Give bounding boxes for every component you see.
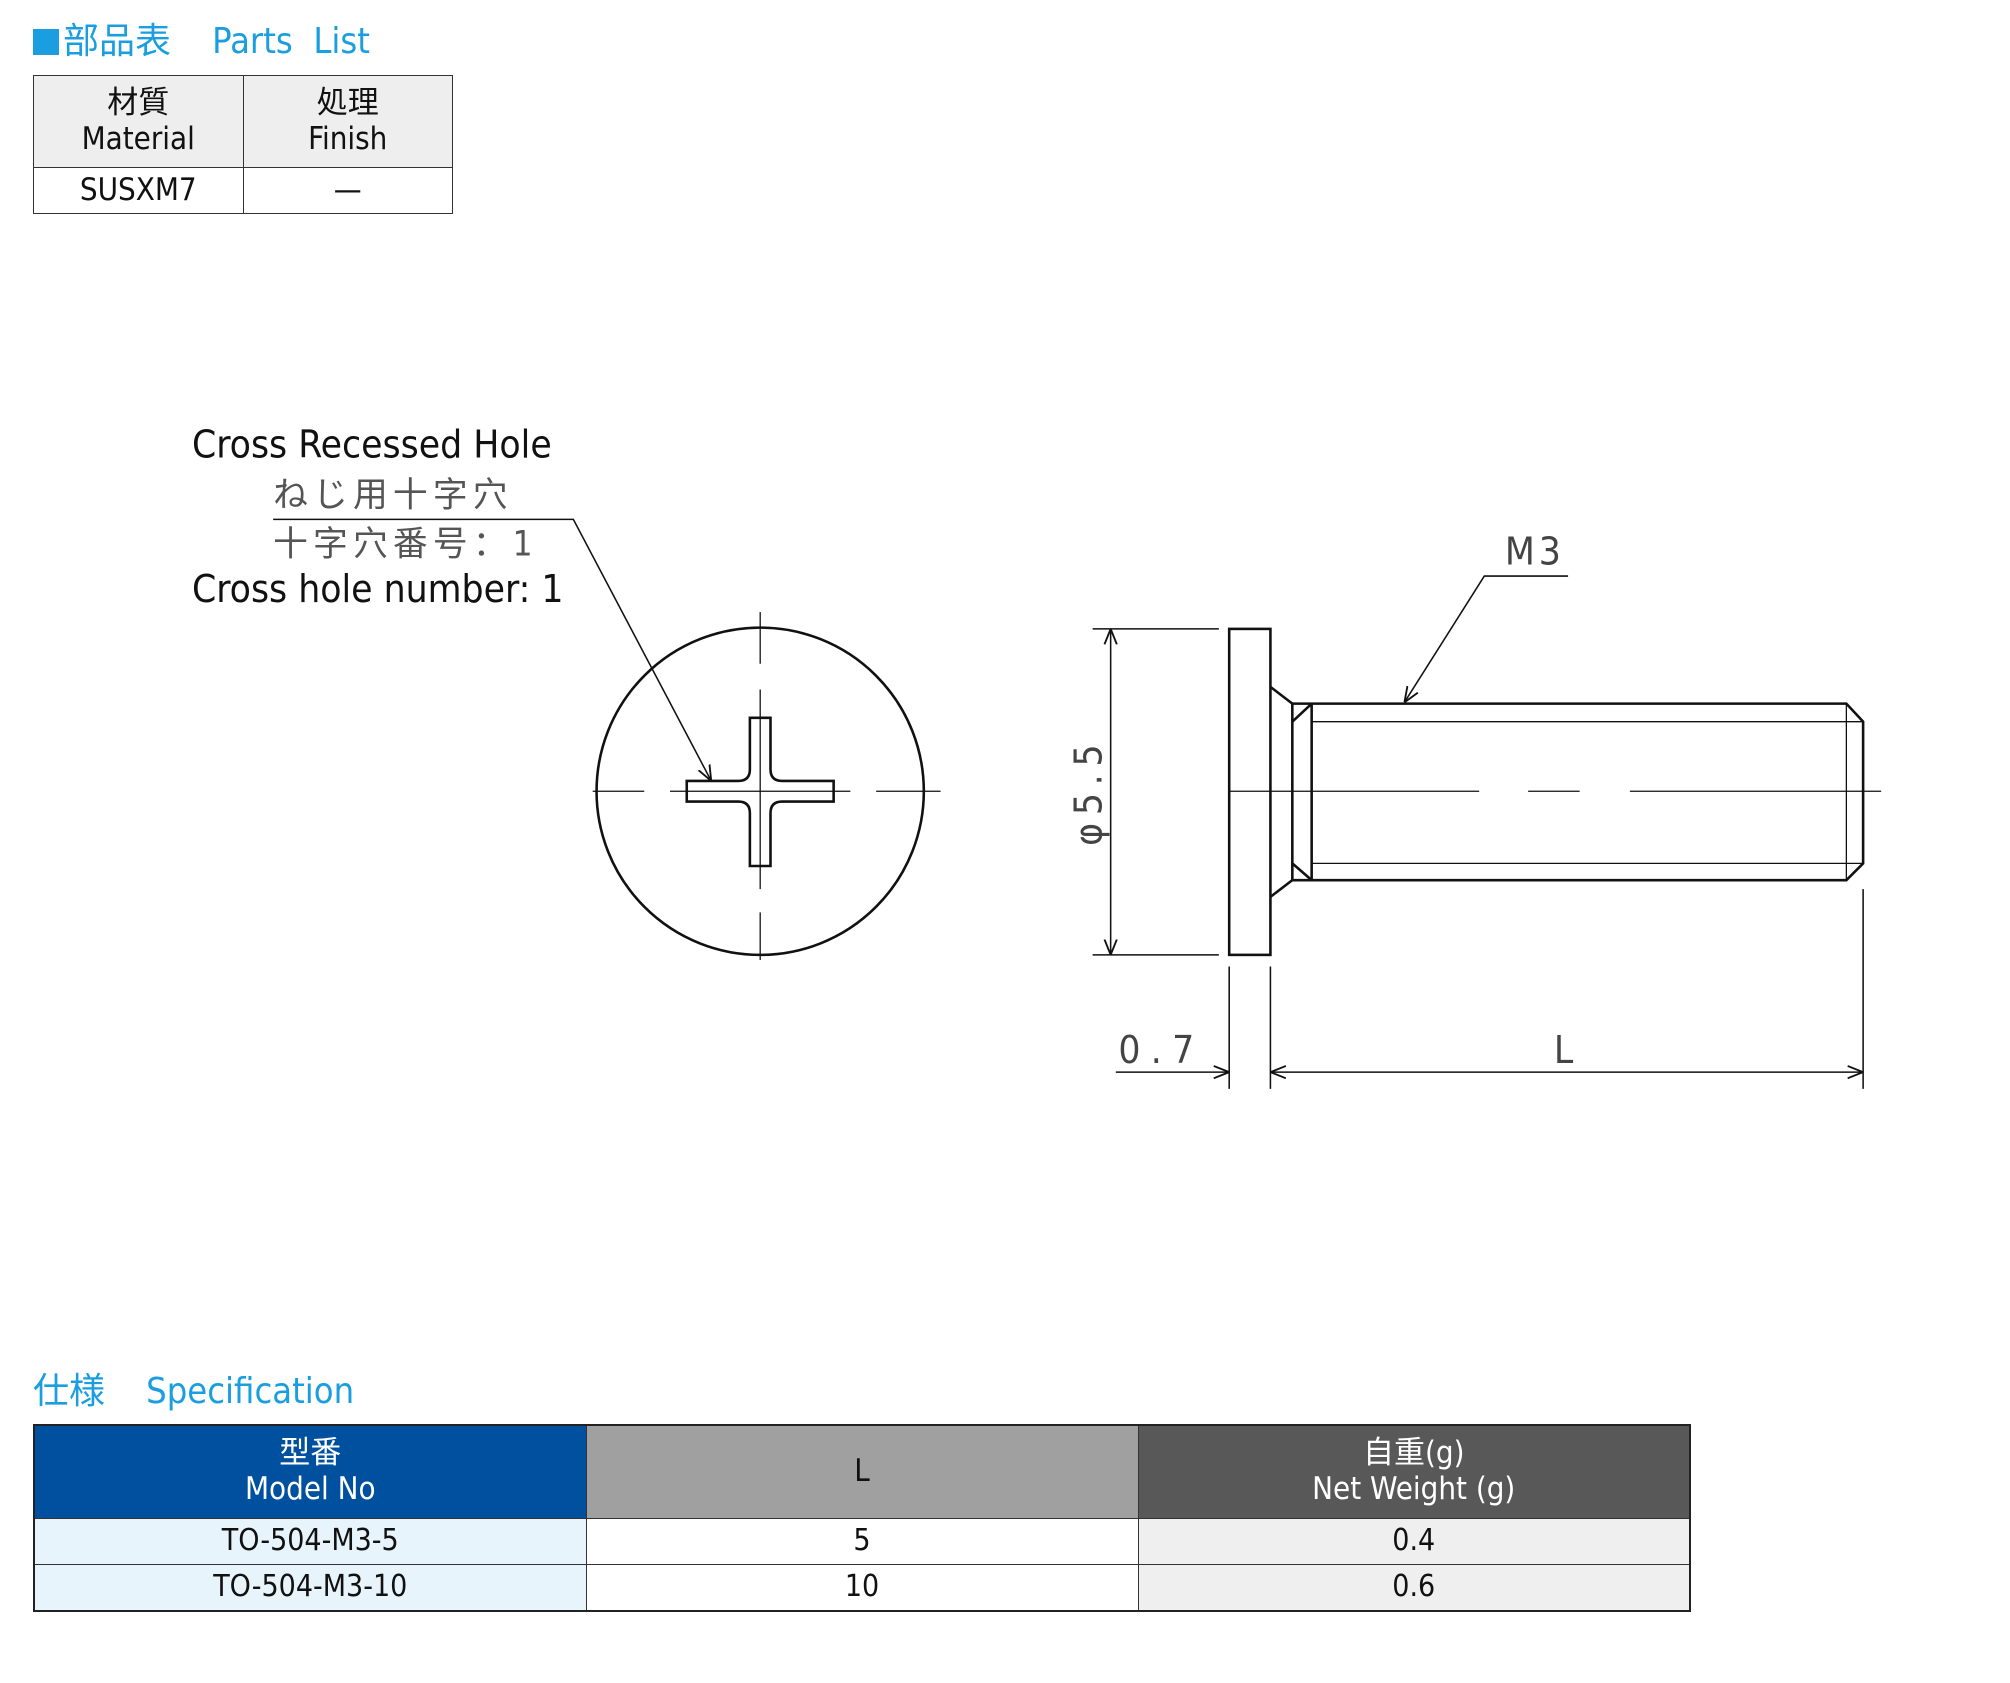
- model-no: TO-504-M3-5: [33, 1518, 587, 1565]
- parts-list-title: 部品表 Parts List: [33, 12, 370, 64]
- hole-number-jp: 十字穴番号：1: [273, 524, 538, 564]
- side-view: [1227, 627, 1882, 957]
- parts-title-en: Parts List: [212, 21, 370, 62]
- model-no: TO-504-M3-10: [33, 1564, 587, 1612]
- weight-value: 0.6: [1137, 1564, 1691, 1612]
- parts-title-jp: 部品表: [63, 21, 172, 62]
- diameter-label: φ5.5: [1067, 737, 1112, 846]
- header-net-weight: 自重(g)Net Weight (g): [1137, 1424, 1691, 1519]
- length-value: 5: [585, 1518, 1139, 1565]
- thread-label: M3: [1505, 529, 1565, 574]
- length-label: L: [1554, 1028, 1574, 1073]
- recess-title: Cross Recessed Hole: [192, 423, 552, 468]
- recess-jp: ねじ用十字穴: [273, 476, 513, 516]
- finish-value: —: [242, 167, 453, 214]
- hole-number-en: Cross hole number: 1: [192, 567, 564, 612]
- cross-recess: [685, 716, 835, 868]
- square-bullet-icon: [33, 29, 59, 55]
- head-thickness-label: 0.7: [1118, 1028, 1204, 1073]
- material-value: SUSXM7: [33, 167, 244, 214]
- header-length: L: [585, 1424, 1139, 1519]
- weight-value: 0.4: [1137, 1518, 1691, 1565]
- length-value: 10: [585, 1564, 1139, 1612]
- dimensions: [1092, 575, 1864, 1089]
- specification-title: 仕様 Specification: [33, 1371, 355, 1412]
- front-view: [273, 518, 941, 961]
